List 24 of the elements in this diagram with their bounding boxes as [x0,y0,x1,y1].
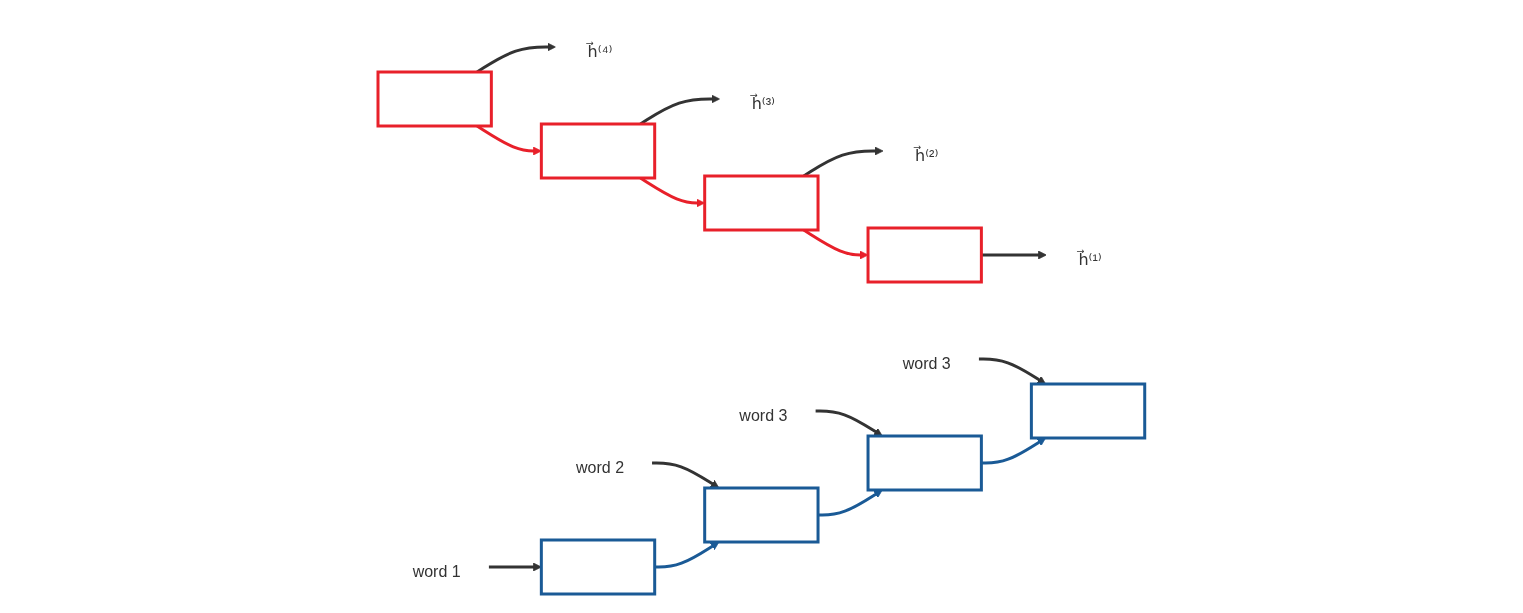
arrow [981,250,1047,259]
node-text: h⃗⁽²⁾ [915,146,939,164]
arrow [654,541,720,568]
node-box [866,434,983,491]
arrow [652,461,720,488]
node-box [540,538,657,595]
node-box [376,70,493,127]
node-box [1030,382,1147,439]
node-text: word 2 [576,458,625,476]
node-box [703,174,820,231]
node-text: h⃗⁽¹⁾ [1078,250,1102,268]
node-text: h⃗⁽⁴⁾ [587,42,613,60]
node-box [703,486,820,543]
node-text: word 3 [902,354,951,372]
arrow [488,562,542,571]
arrow [981,437,1047,464]
node-text: h⃗⁽³⁾ [751,94,776,112]
arrow [978,357,1047,384]
node-text: word 3 [739,406,788,424]
node-text: word 1 [412,562,461,580]
arrow [815,409,883,436]
node-box [540,122,657,179]
arrow [818,489,883,516]
node-box [866,226,983,283]
